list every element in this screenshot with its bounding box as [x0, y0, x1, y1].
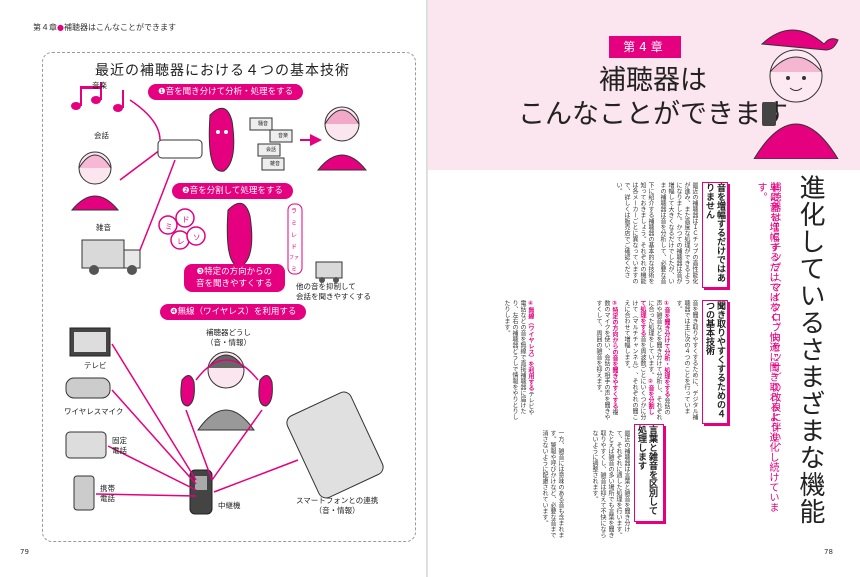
page-number-right: 78 — [824, 548, 833, 556]
truck-icon — [81, 239, 141, 275]
label-conversation: 会話 — [94, 131, 109, 140]
scale-char-5: ファ — [289, 255, 300, 261]
label-tv: テレビ — [84, 361, 107, 370]
tech2-pill: ❷音を分割して処理をする — [172, 183, 293, 199]
landline-phone-icon — [65, 431, 107, 459]
label-relay: 中継機 — [218, 501, 241, 510]
tech1-pill: ❶音を聞き分けて分析・処理をする — [148, 84, 304, 100]
subheading-2: 単に音を増幅するだけではなく、快適に聞き取れるよう進化し続けています。 — [755, 182, 778, 512]
split-char-3: レ — [177, 237, 185, 246]
chapter-title: 補聴器は こんなことができます — [498, 64, 808, 132]
label-hearing-aids: 補聴器どうし （音・情報） — [206, 328, 251, 347]
body-col-5: ③特定の方向からの音を聞きやすくする複数のマイクを使い、会話の相手の声を聞きやす… — [595, 300, 618, 420]
label-music: 音楽 — [92, 81, 107, 90]
split-char-1: ミ — [165, 222, 173, 231]
man-center-icon — [197, 351, 255, 431]
music-notes-icon — [71, 82, 124, 112]
woman-listening-icon — [316, 106, 368, 171]
figure-illustration — [65, 82, 384, 515]
mobile-phone-icon — [73, 475, 95, 511]
box-label-2: 音楽 — [278, 133, 289, 139]
chapter-label: 第4章 — [609, 36, 681, 58]
tech4-pill: ❹無線（ワイヤレス）を利用する — [160, 304, 307, 320]
scale-ribbon — [287, 203, 303, 275]
headbox-1: 音を増幅するだけではありません — [702, 182, 728, 288]
right-page: 第4章 補聴器は こんなことができます 進化しているさまざまな機能 補聴器はＩＣ… — [428, 0, 860, 577]
hearing-aid-left-icon — [180, 375, 195, 407]
hearing-aid-mascot-2 — [226, 202, 253, 267]
body-col-4: ①音を聞き分けて分析・処理をする会話の声や雑音などを聞き分けて分析し、それぞれに… — [624, 300, 670, 420]
label-noise: 雑音 — [96, 223, 111, 232]
scale-char-2: ミ — [291, 220, 298, 227]
running-head-mark: ● — [57, 23, 64, 32]
label-mobile: 携帯 電話 — [100, 484, 115, 503]
title-line-1: 補聴器は — [599, 65, 707, 96]
relay-device-icon — [189, 469, 213, 515]
body-col-1: 最近の補聴器はＩＣチップの高性能化が進み、また高度な処理ができるようになりました… — [660, 182, 698, 284]
scale-char-4: ド — [291, 244, 298, 251]
label-wireless-mic: ワイヤレスマイク — [64, 407, 124, 416]
subheading-1: 補聴器はＩＣチップ（マイクロプロセッサ）の改良に伴い、 — [769, 182, 780, 452]
figure-title: 最近の補聴器における４つの基本技術 — [95, 63, 350, 79]
headbox-3: 言葉と雑音を区別して処理します — [634, 424, 664, 522]
directional-truck-icon — [315, 261, 343, 283]
wireless-mic-icon — [65, 377, 111, 399]
woman-talking-icon — [70, 151, 120, 211]
smartphone-icon — [286, 391, 384, 499]
hearing-aid-right-icon — [258, 375, 273, 407]
girl-with-phone-icon — [753, 29, 839, 159]
main-heading: 進化しているさまざまな機能 — [795, 174, 825, 525]
page-number-left: 79 — [20, 548, 29, 556]
label-landline: 固定 電話 — [112, 436, 127, 455]
tv-icon — [69, 327, 111, 357]
headbox-2: 聞き取りやすくするための４つの基本技術 — [702, 300, 728, 424]
sorting-boxes — [249, 117, 293, 171]
tech3-pill: ❸特定の方向からの 音を聞きやすくする — [184, 264, 285, 292]
box-label-4: 雑音 — [270, 161, 281, 167]
directional-caption: 他の音を抑制して 会話を聞きやすくする — [296, 282, 371, 301]
split-char-2: ド — [182, 215, 190, 224]
hearing-aid-mascot-1 — [208, 107, 235, 172]
split-char-4: ソ — [193, 233, 201, 242]
running-head-title: 補聴器はこんなことができます — [63, 23, 176, 32]
box-label-1: 騒音 — [258, 121, 269, 127]
frequency-split-circles — [158, 208, 206, 250]
title-line-2: こんなことができます — [518, 99, 788, 130]
body-col-3: 音を聞き取りやすくするために、デジタル補聴器では主に次の４つのことを行っています… — [675, 300, 698, 420]
scale-char-3: レ — [291, 232, 298, 239]
scale-char-1: ラ — [291, 208, 298, 215]
body-col-6: ④無線（ワイヤレス）を利用するテレビや電話などの音を無線で直接補聴器に届けたり、… — [503, 300, 534, 420]
body-col-2: 下に紹介する補聴器の基本的な技術を知っておきましょう。それぞれの機能は各メーカー… — [615, 182, 654, 284]
running-head: 第４章●補聴器はこんなことができます — [33, 22, 176, 33]
body-col-8: 一方、雑音には意味のある音も含まれます。警報や呼びかけなど、必要な音まで消さない… — [541, 430, 564, 538]
running-head-chapter: 第４章 — [33, 23, 57, 32]
scale-char-6: ミ — [291, 266, 298, 273]
box-label-3: 会話 — [266, 147, 277, 153]
body-col-7: 最近の補聴器は言葉と雑音を聞き分けて、それぞれに適した処理を行います。たとえば雑… — [591, 430, 630, 538]
left-page: 第４章●補聴器はこんなことができます 最近の補聴器における４つの基本技術 — [0, 0, 428, 577]
label-smartphone: スマートフォンとの連携 （音・情報） — [296, 496, 379, 515]
